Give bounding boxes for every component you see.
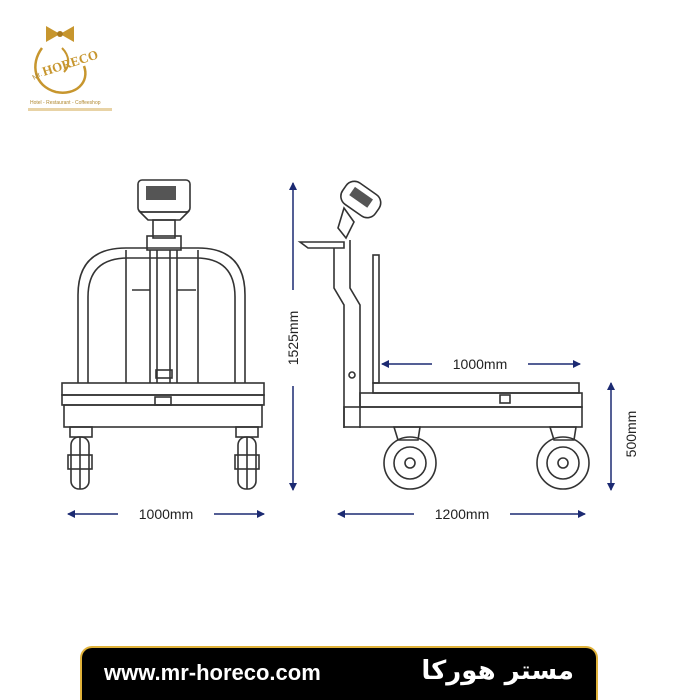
side-indicator — [340, 180, 382, 219]
logo-brand: HORECO — [40, 47, 100, 79]
front-left-wheel — [67, 426, 93, 490]
side-rear-wheel — [383, 426, 437, 490]
front-view — [61, 179, 265, 490]
side-length-label: 1200mm — [435, 506, 489, 522]
total-height-label: 1525mm — [285, 311, 301, 365]
side-platform — [372, 382, 580, 394]
front-width-label: 1000mm — [139, 506, 193, 522]
platform-height-label: 500mm — [623, 411, 639, 458]
logo-tagline: Hotel - Restaurant - Coffeeshop — [30, 100, 101, 106]
footer-brand-name: مستر هورکا — [421, 656, 574, 686]
footer-website-link[interactable]: www.mr-horeco.com — [104, 660, 321, 685]
platform-length-label: 1000mm — [453, 356, 507, 372]
brand-logo: Mr. HORECO Hotel - Restaurant - Coffeesh… — [28, 26, 112, 111]
footer-bar: www.mr-horeco.com مستر هورکا — [80, 646, 598, 700]
side-view — [297, 180, 590, 490]
front-right-wheel — [234, 426, 260, 490]
logo-prefix: Mr. — [32, 71, 44, 82]
side-front-wheel — [536, 426, 590, 490]
front-platform — [61, 382, 265, 396]
